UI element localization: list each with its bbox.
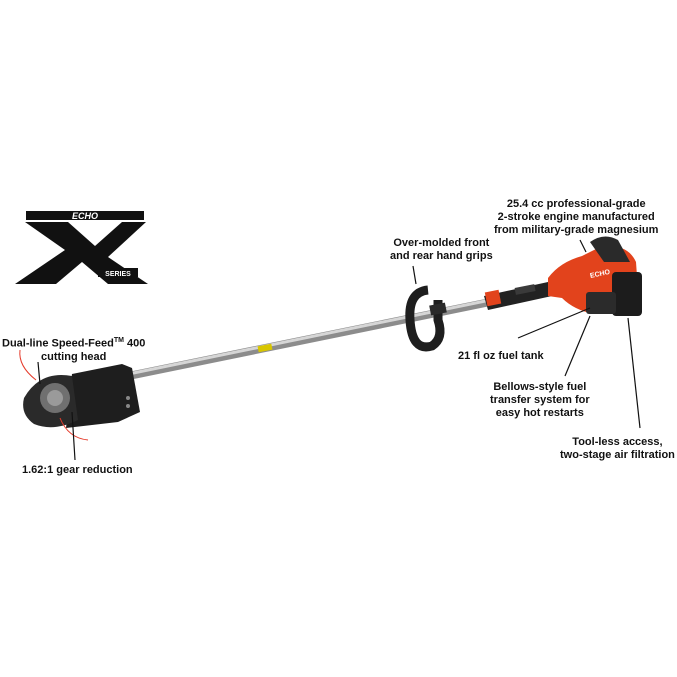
air-filter-callout-line2: two-stage air filtration (560, 449, 675, 461)
fuel-tank-callout-line1: 21 fl oz fuel tank (458, 350, 544, 362)
cutting-head-callout-line1a: Dual-line Speed-Feed (2, 337, 114, 350)
air-filter-callout: Tool-less access, two-stage air filtrati… (560, 436, 675, 462)
cutting-head-callout-line1: Dual-line Speed-FeedTM 400 (2, 334, 145, 351)
engine: ECHO (548, 236, 642, 316)
shaft (66, 296, 504, 392)
gear-reduction-callout: 1.62:1 gear reduction (22, 464, 133, 477)
svg-text:ECHO: ECHO (589, 269, 611, 280)
engine-callout-line2: 2-stroke engine manufactured (497, 211, 655, 223)
series-text: SERIES (105, 271, 131, 278)
engine-callout-line3: from military-grade magnesium (494, 224, 659, 236)
grips-callout-line1: Over-molded front (393, 237, 490, 249)
trimmer-line-1 (19, 349, 37, 381)
engine-callout-line1: 25.4 cc professional-grade (506, 198, 646, 210)
bellows-callout-line2: transfer system for (490, 394, 590, 406)
leader-lines (37, 239, 641, 461)
cutting-head-callout: Dual-line Speed-FeedTM 400 cutting head (2, 334, 145, 364)
air-filter-callout-line1: Tool-less access, (572, 436, 663, 448)
logo-text: ECHO (72, 211, 98, 221)
cutting-head-callout-line1b: 400 (123, 337, 146, 350)
grips-callout-line2: and rear hand grips (390, 250, 493, 262)
bellows-callout: Bellows-style fuel transfer system for e… (490, 381, 590, 420)
front-handle (405, 285, 447, 352)
gear-reduction-callout-line1: 1.62:1 gear reduction (22, 464, 133, 476)
rear-grip (484, 282, 552, 310)
cutting-head (19, 349, 140, 441)
trademark-mark: TM (113, 337, 124, 344)
grips-callout: Over-molded front and rear hand grips (390, 237, 493, 263)
bellows-callout-line3: easy hot restarts (495, 407, 584, 419)
trimmer-line-2 (59, 417, 89, 441)
fuel-tank-callout: 21 fl oz fuel tank (458, 350, 544, 363)
engine-callout: 25.4 cc professional-grade 2-stroke engi… (494, 198, 658, 237)
echo-x-series-logo: ECHO SERIES (15, 211, 148, 284)
bellows-callout-line1: Bellows-style fuel (493, 381, 587, 393)
cutting-head-callout-line2: cutting head (41, 350, 107, 363)
